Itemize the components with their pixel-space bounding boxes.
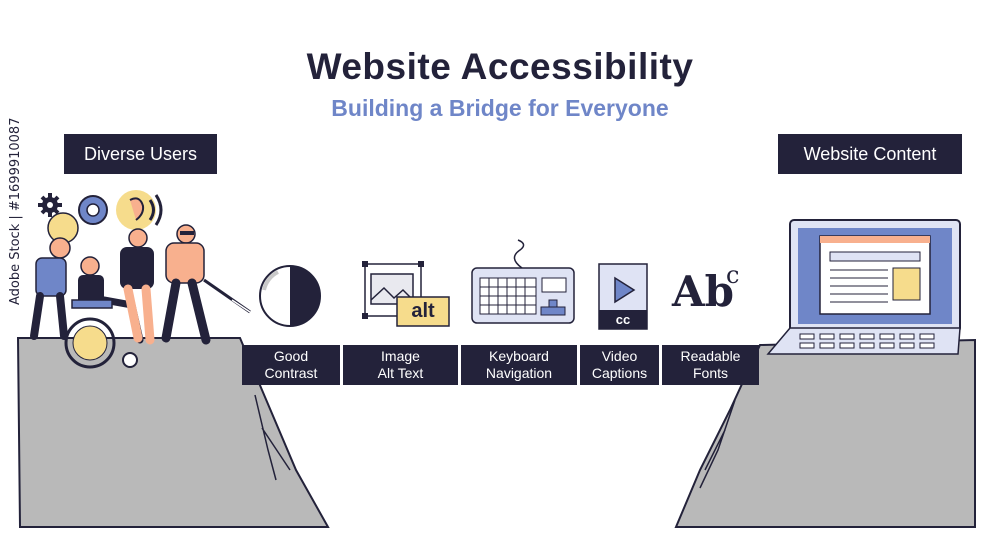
laptop-icon xyxy=(766,219,961,355)
bridge-segment-good-contrast: Good Contrast xyxy=(242,345,340,385)
image-alt-icon xyxy=(362,261,450,327)
segment-label-line2: Captions xyxy=(591,365,648,381)
left-cliff xyxy=(16,337,330,528)
segment-label-line2: Contrast xyxy=(264,365,318,381)
page-title: Website Accessibility xyxy=(306,46,694,87)
segment-label-line1: Image xyxy=(381,348,420,364)
segment-label-line1: Video xyxy=(601,348,638,364)
accessibility-bridge: Good Contrast Image Alt Text Keyboard Na… xyxy=(242,345,762,385)
keyboard-icon xyxy=(471,239,575,324)
bridge-segment-keyboard-navigation: Keyboard Navigation xyxy=(461,345,577,385)
person-blue-shirt xyxy=(30,237,71,340)
person-with-cane xyxy=(161,224,251,345)
ear-sound-icon xyxy=(116,190,163,230)
bridge-segment-readable-fonts: Readable Fonts xyxy=(662,345,759,385)
alt-text-label: alt xyxy=(411,300,435,322)
segment-label-line1: Readable xyxy=(680,348,741,364)
captions-text-label: cc xyxy=(615,312,631,327)
fonts-big-letters: Ab xyxy=(672,267,734,316)
video-captions-icon xyxy=(598,263,648,330)
person-dark-shirt xyxy=(120,228,155,345)
page-subtitle: Building a Bridge for Everyone xyxy=(331,95,669,121)
segment-label-line1: Keyboard xyxy=(489,348,549,364)
gear-icon xyxy=(38,193,62,217)
diverse-users-label: Diverse Users xyxy=(64,134,217,174)
stock-watermark: Adobe Stock | #1699910087 xyxy=(8,117,23,305)
website-content-label: Website Content xyxy=(778,134,962,174)
right-cliff xyxy=(674,338,976,528)
bridge-segment-video-captions: Video Captions xyxy=(580,345,659,385)
fonts-small-letter: c xyxy=(726,261,740,289)
segment-label-line2: Fonts xyxy=(692,365,728,381)
bridge-segment-image-alt-text: Image Alt Text xyxy=(343,345,458,385)
contrast-circle-icon xyxy=(259,265,321,327)
readable-fonts-icon: Ab c xyxy=(672,261,752,325)
segment-label-line1: Good xyxy=(273,348,309,364)
segment-label-line2: Alt Text xyxy=(377,365,424,381)
person-wheelchair xyxy=(64,256,144,369)
segment-label-line2: Navigation xyxy=(485,365,553,381)
gear-icon-large xyxy=(78,195,108,225)
